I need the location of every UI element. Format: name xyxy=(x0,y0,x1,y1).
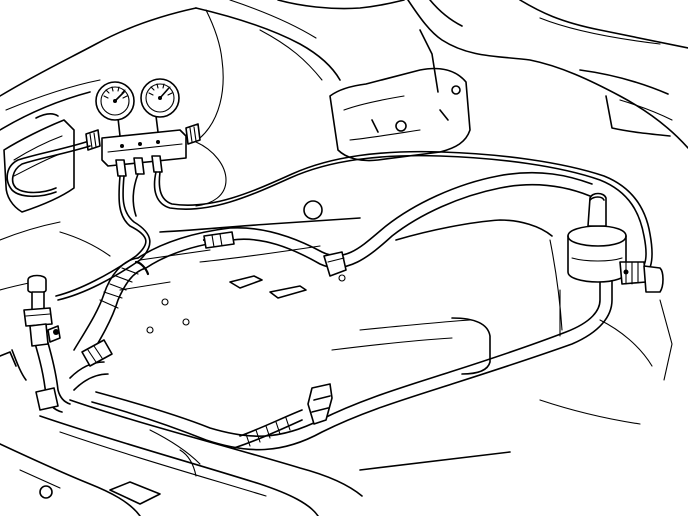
high-pressure-gauge xyxy=(140,78,180,118)
ac-refrigerant-lines xyxy=(33,171,613,451)
low-pressure-gauge xyxy=(95,81,135,121)
service-hoses xyxy=(6,9,653,301)
service-port-fitting-high xyxy=(619,261,664,293)
service-port-fitting-low xyxy=(0,274,61,411)
line-clip xyxy=(307,251,347,425)
manifold-gauge-set xyxy=(85,115,201,177)
accumulator xyxy=(567,192,627,283)
